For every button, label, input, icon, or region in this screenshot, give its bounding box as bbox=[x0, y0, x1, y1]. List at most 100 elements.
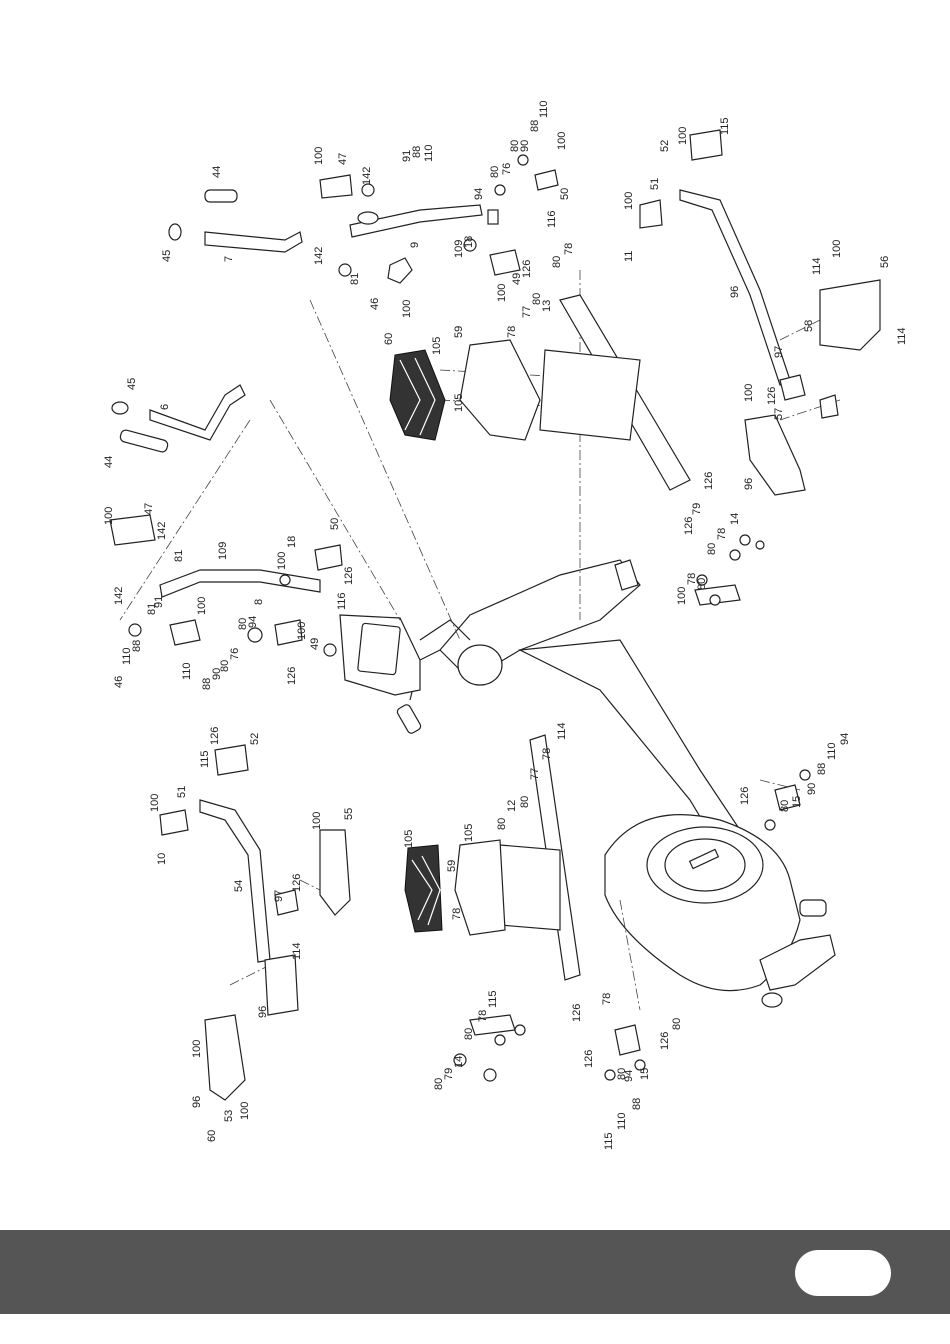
callout-label: 78 bbox=[541, 748, 553, 760]
callout-label: 126 bbox=[703, 472, 715, 490]
callout-label: 100 bbox=[313, 147, 325, 165]
parts-diagram-svg: 45 7 44 142 81 91 88 110 47 100 142 46 1… bbox=[103, 100, 908, 1150]
callout-label: 105 bbox=[463, 824, 475, 842]
callout-label: 96 bbox=[191, 1096, 203, 1108]
callout-label: 110 bbox=[423, 144, 435, 162]
callout-label: 88 bbox=[816, 763, 828, 775]
callout-label: 80 bbox=[551, 256, 563, 268]
callout-label: 80 bbox=[616, 1068, 628, 1080]
callout-label: 18 bbox=[463, 236, 475, 248]
callout-label: 55 bbox=[343, 808, 355, 820]
callout-label: 58 bbox=[803, 320, 815, 332]
callout-label: 60 bbox=[383, 333, 395, 345]
callout-label: 100 bbox=[743, 384, 755, 402]
callout-label: 78 bbox=[716, 528, 728, 540]
callout-label: 94 bbox=[247, 616, 259, 628]
callout-label: 47 bbox=[337, 153, 349, 165]
callout-label: 15 bbox=[791, 796, 803, 808]
callout-label: 96 bbox=[743, 478, 755, 490]
callout-label: 116 bbox=[546, 210, 558, 228]
callout-label: 100 bbox=[276, 552, 288, 570]
callout-label: 79 bbox=[443, 1068, 455, 1080]
callout-label: 100 bbox=[103, 507, 115, 525]
callout-label: 80 bbox=[519, 796, 531, 808]
arm-6 bbox=[111, 384, 246, 453]
callout-label: 105 bbox=[431, 337, 443, 355]
callout-label: 45 bbox=[126, 378, 138, 390]
callout-label: 80 bbox=[463, 1028, 475, 1040]
callout-label: 54 bbox=[233, 880, 245, 892]
pedal-12 bbox=[404, 734, 581, 981]
callout-label: 78 bbox=[477, 1010, 489, 1022]
callout-label: 80 bbox=[433, 1078, 445, 1090]
arm-10 bbox=[159, 744, 351, 1101]
callout-label: 79 bbox=[691, 503, 703, 515]
arm-11 bbox=[639, 129, 881, 496]
callout-label: 78 bbox=[601, 993, 613, 1005]
callout-label: 115 bbox=[199, 750, 211, 768]
callout-label: 80 bbox=[219, 660, 231, 672]
callout-label: 76 bbox=[501, 163, 513, 175]
callout-label: 45 bbox=[161, 250, 173, 262]
callout-label: 11 bbox=[623, 251, 635, 262]
callout-label: 80 bbox=[531, 293, 543, 305]
callout-label: 47 bbox=[143, 503, 155, 515]
callout-label: 126 bbox=[659, 1032, 671, 1050]
callout-label: 97 bbox=[273, 890, 285, 902]
callout-label: 57 bbox=[773, 408, 785, 420]
callout-label: 81 bbox=[349, 273, 361, 285]
callout-label: 109 bbox=[217, 542, 229, 560]
callout-label: 80 bbox=[779, 800, 791, 812]
crank-15 bbox=[604, 769, 811, 1081]
callout-label: 81 bbox=[146, 603, 158, 615]
callout-label: 7 bbox=[223, 256, 235, 262]
callout-label: 110 bbox=[121, 647, 133, 665]
callout-label: 14 bbox=[453, 1056, 465, 1068]
callout-label: 100 bbox=[496, 284, 508, 302]
rod-14-upper bbox=[694, 534, 765, 606]
callout-label: 100 bbox=[196, 597, 208, 615]
callout-label: 91 bbox=[401, 150, 413, 162]
footer-bar bbox=[0, 1230, 950, 1314]
callout-label: 44 bbox=[103, 456, 115, 468]
callout-label: 126 bbox=[343, 567, 355, 585]
callout-label: 142 bbox=[113, 587, 125, 605]
callout-label: 51 bbox=[176, 786, 188, 798]
callout-label: 100 bbox=[831, 240, 843, 258]
exploded-parts-diagram: 45 7 44 142 81 91 88 110 47 100 142 46 1… bbox=[103, 100, 908, 1150]
callout-label: 114 bbox=[811, 257, 823, 275]
callout-label: 52 bbox=[659, 140, 671, 152]
callout-label: 44 bbox=[211, 166, 223, 178]
callout-label: 49 bbox=[511, 273, 523, 285]
callout-label: 126 bbox=[583, 1050, 595, 1068]
callout-label: 126 bbox=[739, 787, 751, 805]
callout-label: 53 bbox=[223, 1110, 235, 1122]
callout-label: 15 bbox=[639, 1068, 651, 1080]
callout-label: 77 bbox=[521, 306, 533, 318]
callout-label: 10 bbox=[156, 853, 168, 865]
callout-label: 96 bbox=[257, 1006, 269, 1018]
main-frame bbox=[396, 559, 741, 851]
arm-9 bbox=[319, 154, 559, 284]
callout-label: 116 bbox=[336, 592, 348, 610]
callout-label: 126 bbox=[571, 1004, 583, 1022]
rod-14-lower bbox=[453, 1014, 526, 1082]
pedal-13 bbox=[389, 294, 691, 491]
callout-label: 80 bbox=[237, 618, 249, 630]
callout-label: 126 bbox=[521, 260, 533, 278]
callout-label: 100 bbox=[311, 812, 323, 830]
callout-label: 46 bbox=[113, 676, 125, 688]
callout-label: 60 bbox=[206, 1130, 218, 1142]
callout-label: 100 bbox=[401, 300, 413, 318]
callout-label: 88 bbox=[131, 640, 143, 652]
callout-label: 9 bbox=[409, 242, 421, 248]
handlebar-7 bbox=[168, 189, 303, 253]
page-number-badge bbox=[795, 1250, 891, 1296]
callout-label: 80 bbox=[696, 578, 708, 590]
callout-label: 59 bbox=[453, 326, 465, 338]
callout-label: 12 bbox=[506, 800, 518, 812]
callout-label: 94 bbox=[839, 733, 851, 745]
callout-label: 81 bbox=[173, 550, 185, 562]
callout-label: 77 bbox=[529, 768, 541, 780]
callout-label: 90 bbox=[519, 140, 531, 152]
